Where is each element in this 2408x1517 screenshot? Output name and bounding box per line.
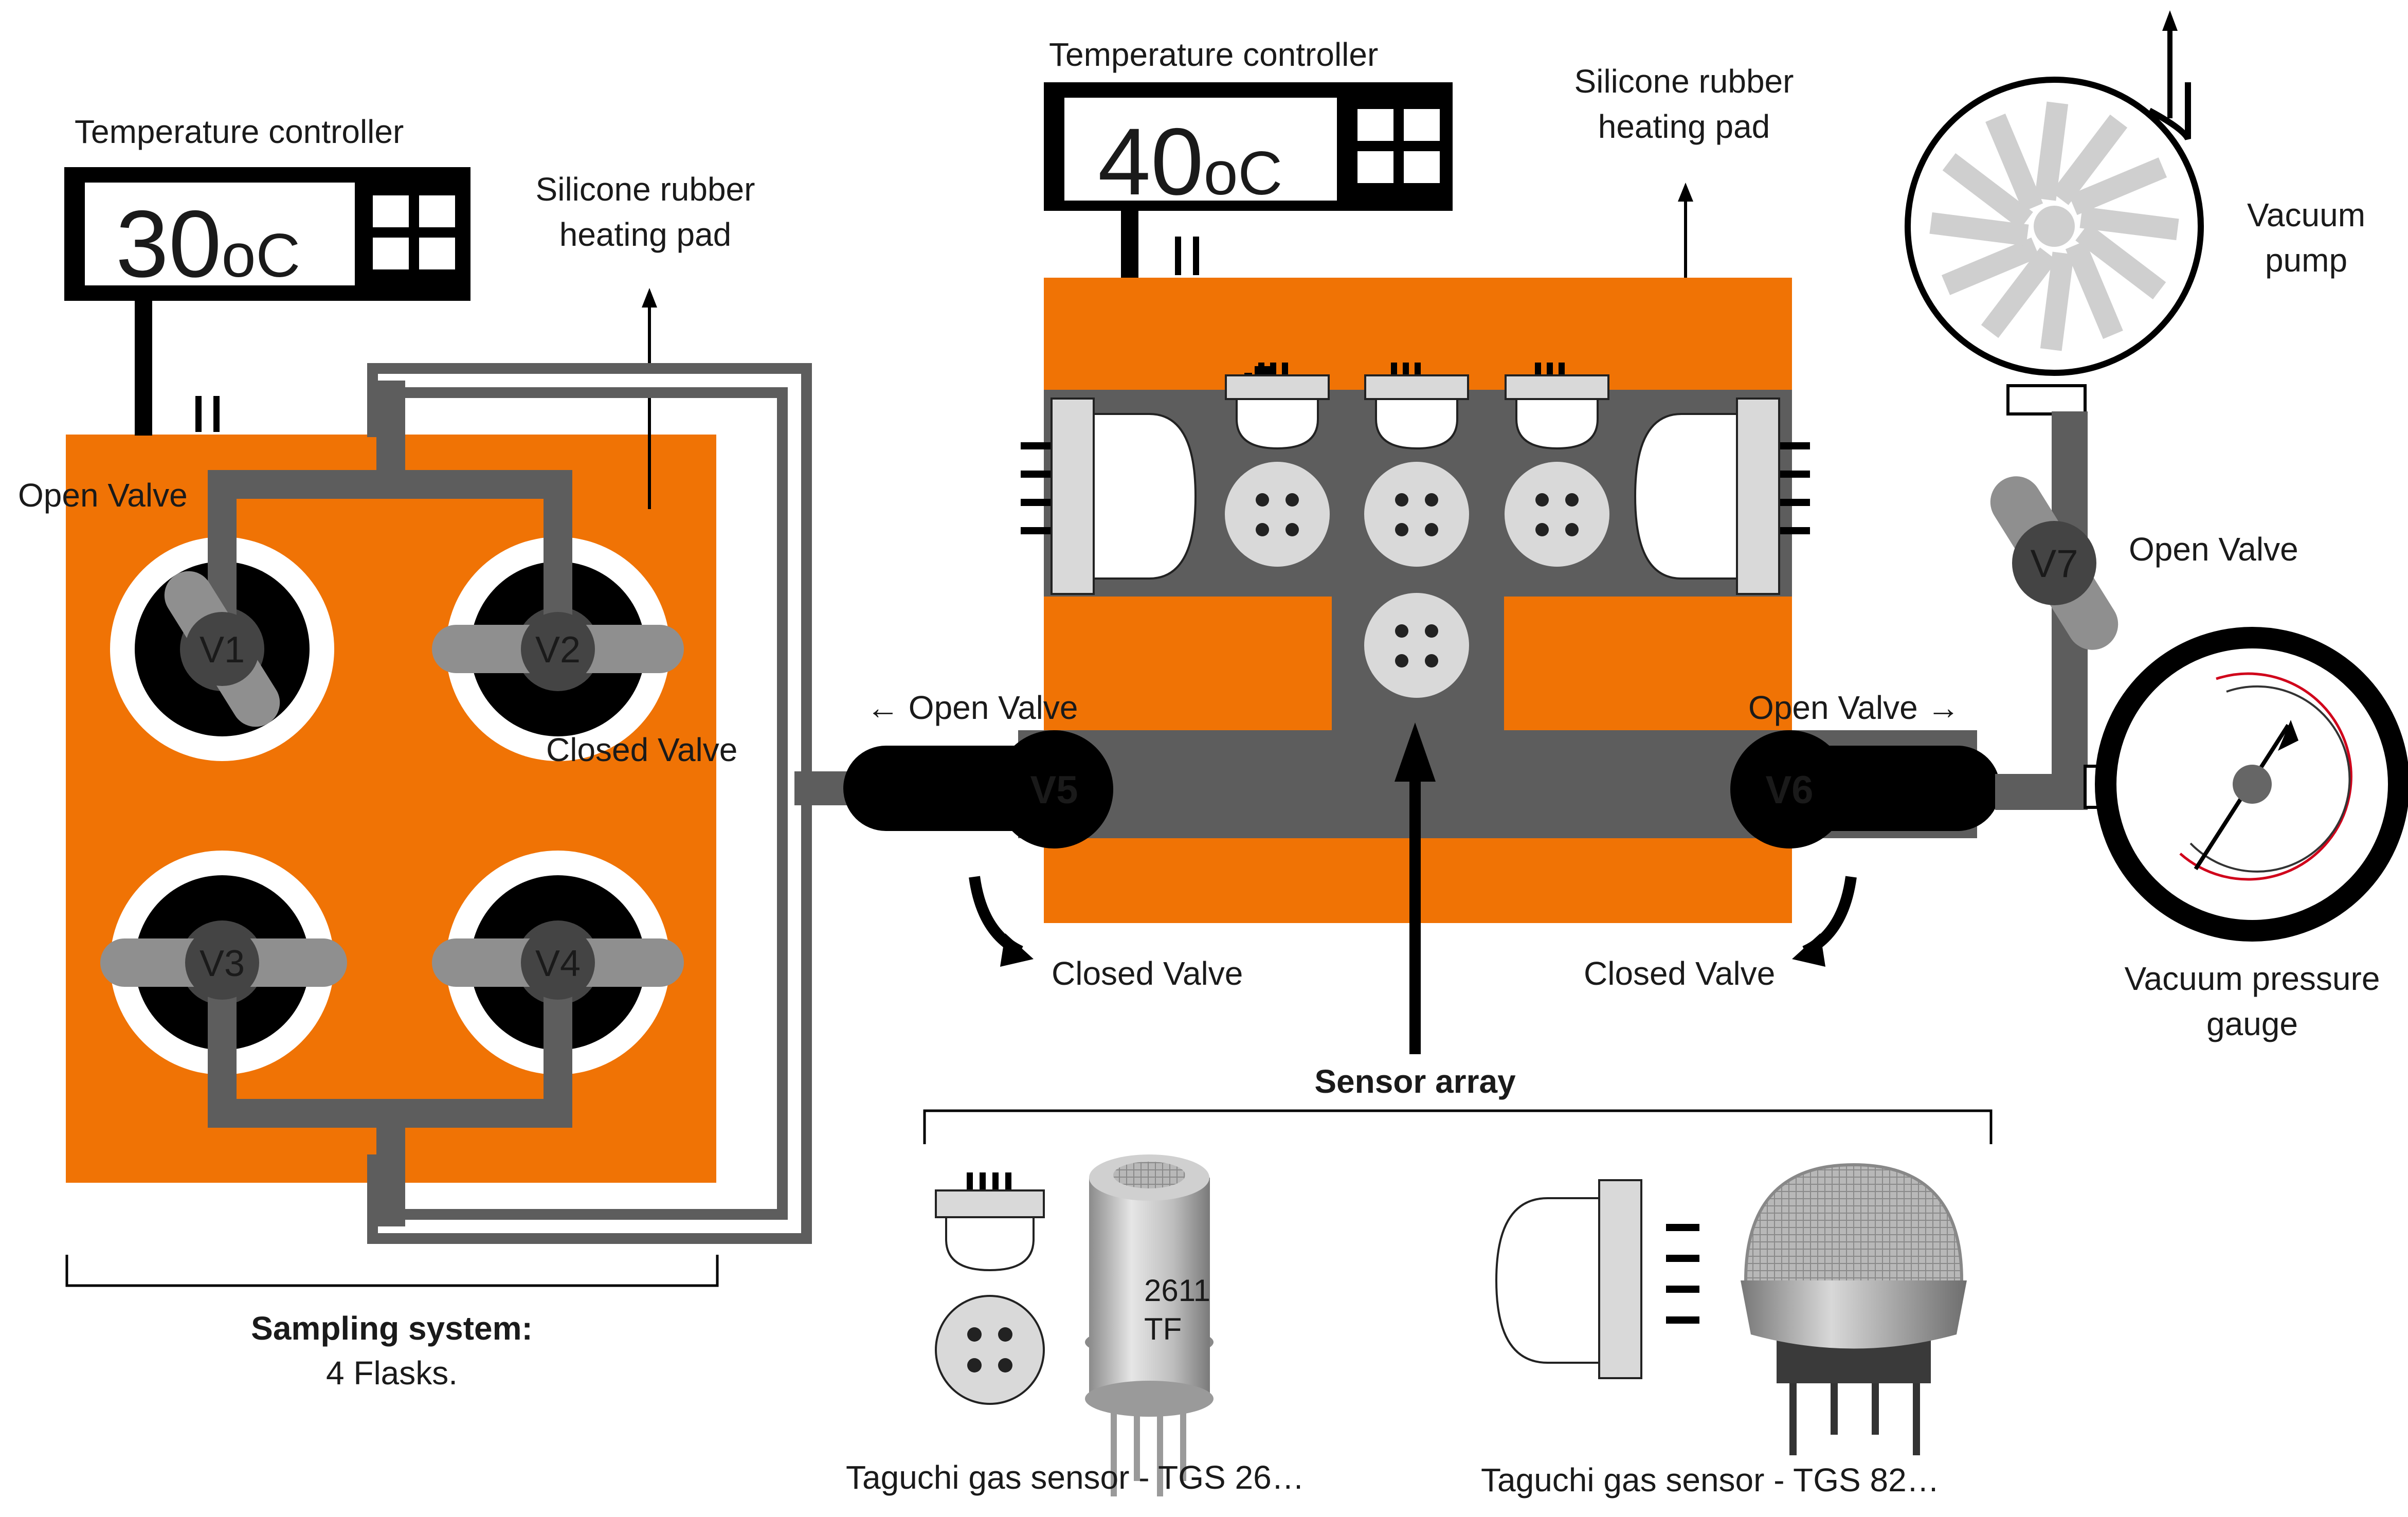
valve-v7[interactable]: V7: [1981, 466, 2128, 659]
valve-v3[interactable]: V3: [100, 926, 347, 1000]
left-pad-label: Silicone rubber: [536, 171, 755, 208]
top-sensor-1: [1225, 363, 1330, 567]
sensor1-label: Taguchi gas sensor - TGS 26…: [846, 1459, 1305, 1496]
svg-text:TF: TF: [1144, 1312, 1182, 1346]
pump-blade: [2079, 206, 2179, 241]
vacuum-pressure-gauge[interactable]: [2095, 627, 2408, 942]
vacuum-pump-label: Vacuum: [2247, 196, 2365, 233]
sampling-system-bracket: [65, 1255, 719, 1287]
pump-blade: [2034, 101, 2069, 201]
v6-closed-arrow: [1802, 876, 1857, 956]
center-pad-label: Silicone rubber: [1574, 63, 1794, 100]
center-controller-temp: 40oC: [1098, 109, 1282, 215]
left-bottom-manifold-pipe: [208, 963, 572, 1226]
sensor-array-label: Sensor array: [1314, 1063, 1516, 1100]
pump-blade: [1941, 237, 2040, 295]
svg-text:heating pad: heating pad: [559, 216, 732, 253]
left-temperature-controller: 30oC: [64, 167, 470, 301]
left-unit: Temperature controller 30oC Silicone rub…: [18, 113, 812, 1392]
center-temperature-controller: 40oC: [1044, 82, 1453, 215]
left-controller-temp: 30oC: [116, 191, 300, 297]
pump-to-gauge-pipe: [1995, 411, 2088, 810]
v5-open-valve-label: ← Open Valve: [866, 689, 1078, 726]
side-sensor-right: [1634, 398, 1810, 595]
v5-closed-valve-label: Closed Valve: [1052, 955, 1243, 992]
svg-text:V6: V6: [1766, 768, 1814, 812]
pump-blade: [2065, 241, 2123, 339]
vacuum-gauge-label: Vacuum pressure: [2125, 960, 2380, 997]
svg-text:V1: V1: [200, 629, 245, 671]
left-controller-label: Temperature controller: [75, 113, 404, 150]
sampling-system-title: Sampling system:: [251, 1310, 533, 1347]
pump-blade: [2075, 223, 2166, 300]
pump-blade: [2069, 157, 2167, 215]
top-sensor-2: [1364, 363, 1469, 567]
side-sensor-left: [1021, 398, 1197, 595]
pump-blade: [1942, 153, 2033, 229]
svg-text:V5: V5: [1030, 768, 1078, 812]
center-controller-label: Temperature controller: [1049, 36, 1378, 73]
sensor-detail-1: 2611 TF: [935, 1154, 1214, 1496]
v5-closed-arrow: [969, 876, 1023, 956]
valve-v1[interactable]: V1: [155, 562, 289, 736]
left-top-manifold-pipe: [208, 381, 572, 649]
left-heating-pad: [66, 435, 716, 1183]
sensor-array-bracket: [923, 1109, 1993, 1144]
svg-text:V7: V7: [2031, 542, 2078, 586]
sensor2-label: Taguchi gas sensor - TGS 82…: [1481, 1461, 1940, 1498]
pump-blade: [2040, 251, 2074, 351]
left-closed-valve-label: Closed Valve: [546, 731, 737, 768]
center-unit: Temperature controller 40oC Silicone rub…: [843, 36, 2000, 1144]
left-open-valve-label: Open Valve: [18, 477, 188, 514]
pump-blade: [2051, 114, 2128, 205]
svg-text:V3: V3: [200, 943, 245, 984]
sampling-system-subtitle: 4 Flasks.: [326, 1355, 458, 1392]
left-controller-cable: [135, 301, 152, 436]
valve-v4[interactable]: V4: [432, 926, 684, 1000]
v6-open-valve-label: Open Valve →: [1748, 689, 1960, 726]
right-unit: Vacuum pump V7 Open Valve Vacuum pressur…: [1905, 10, 2408, 1042]
sensor1-marking: 2611: [1144, 1273, 1210, 1308]
pump-blade: [1929, 212, 2029, 246]
svg-text:heating pad: heating pad: [1598, 108, 1770, 145]
valve-v6[interactable]: V6: [1730, 730, 2000, 848]
svg-text:pump: pump: [2265, 242, 2347, 279]
svg-text:V4: V4: [535, 943, 581, 984]
v7-open-valve-label: Open Valve: [2129, 531, 2298, 568]
v6-closed-valve-label: Closed Valve: [1584, 955, 1775, 992]
center-sensor-4: [1364, 593, 1469, 698]
svg-text:V2: V2: [535, 629, 581, 671]
top-sensor-3: [1505, 363, 1609, 567]
valve-v2[interactable]: V2: [432, 612, 684, 686]
sensor-detail-2: [1495, 1163, 1967, 1455]
valve-v5[interactable]: V5: [843, 730, 1113, 848]
vacuum-pump[interactable]: [1905, 10, 2204, 376]
svg-text:gauge: gauge: [2206, 1005, 2298, 1042]
pump-blade: [1985, 113, 2043, 212]
pump-blade: [1981, 247, 2057, 338]
